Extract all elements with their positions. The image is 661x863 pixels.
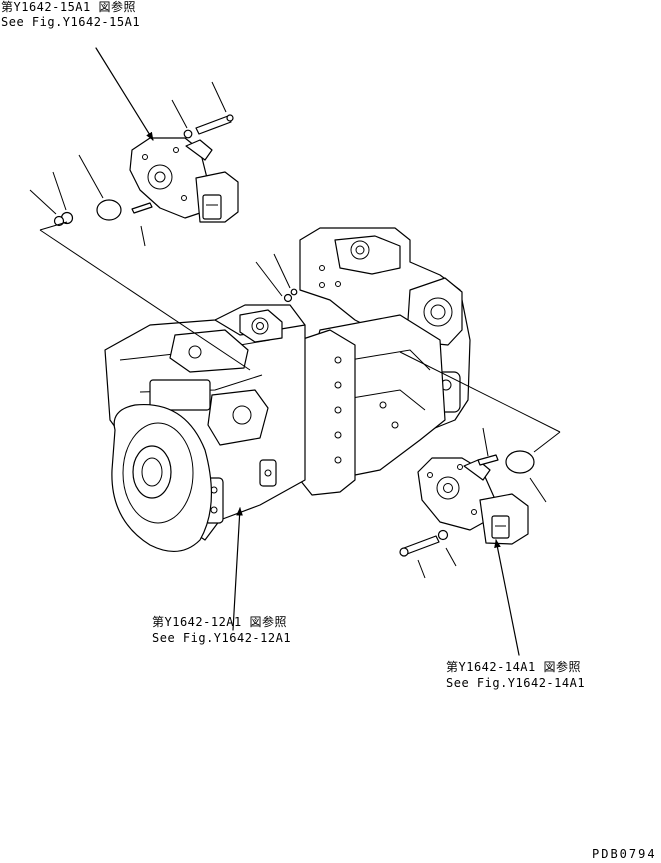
- leader-lines-pump-top: [255, 253, 298, 303]
- callout-bottom-center-english: See Fig.Y1642-12A1: [152, 631, 292, 645]
- callout-top-left-english: See Fig.Y1642-15A1: [1, 15, 141, 29]
- leader-lines-upper-left: [29, 81, 251, 371]
- drawing-number: PDB0794: [592, 847, 657, 861]
- reference-arrows: [95, 47, 520, 656]
- callout-bottom-right-japanese: 第Y1642-14A1 図参照: [446, 660, 581, 674]
- solenoid-valve-upper-left: [129, 137, 239, 223]
- main-pump-assembly: [104, 227, 471, 552]
- leader-lines-lower-right: [399, 351, 561, 579]
- parts-upper-left: [53, 114, 234, 227]
- solenoid-valve-lower-right: [417, 457, 529, 545]
- callout-bottom-right-english: See Fig.Y1642-14A1: [446, 676, 586, 690]
- parts-lower-right: [399, 450, 535, 557]
- callout-bottom-center-japanese: 第Y1642-12A1 図参照: [152, 615, 287, 629]
- callout-top-left-japanese: 第Y1642-15A1 図参照: [1, 0, 136, 14]
